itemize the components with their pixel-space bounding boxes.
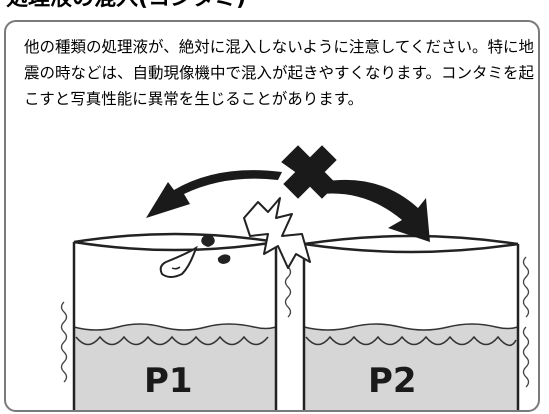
notice-text: 他の種類の処理液が、絶対に混入しないように注意してください。特に地震の時などは、… — [24, 38, 534, 108]
right-curved-arrow-icon — [322, 179, 430, 242]
tank-label-p1: P1 — [144, 361, 193, 401]
section-heading: 処理液の混入(コンタミ) — [6, 0, 246, 12]
contamination-illustration: P1 P2 — [60, 145, 530, 410]
notice-panel: 他の種類の処理液が、絶対に混入しないように注意してください。特に地震の時などは、… — [4, 20, 540, 412]
tank-label-p2: P2 — [368, 361, 417, 401]
left-curved-arrow-icon — [146, 170, 282, 218]
prohibited-x-icon — [281, 145, 337, 199]
splash-icon — [159, 197, 311, 278]
tank-p2: P2 — [284, 234, 530, 410]
